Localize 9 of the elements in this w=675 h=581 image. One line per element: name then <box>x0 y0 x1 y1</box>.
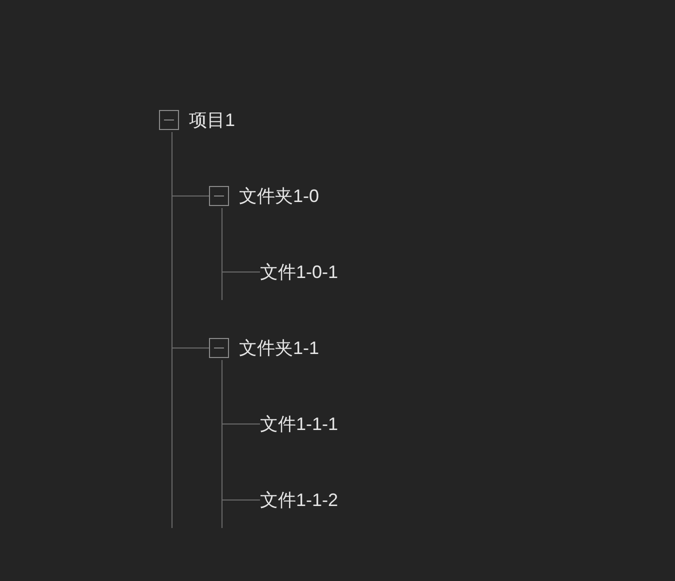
tree-connector <box>222 360 260 500</box>
tree-item-label: 文件夹1-0 <box>239 185 320 208</box>
tree-item-label: 项目1 <box>189 109 236 132</box>
tree-item-label: 文件夹1-1 <box>239 337 320 360</box>
tree-item-label: 文件1-1-1 <box>260 413 338 436</box>
tree-connector <box>222 208 260 272</box>
tree-item-label: 文件1-1-2 <box>260 489 338 512</box>
tree-item-label: 文件1-0-1 <box>260 261 338 284</box>
tree-connector <box>172 132 210 348</box>
